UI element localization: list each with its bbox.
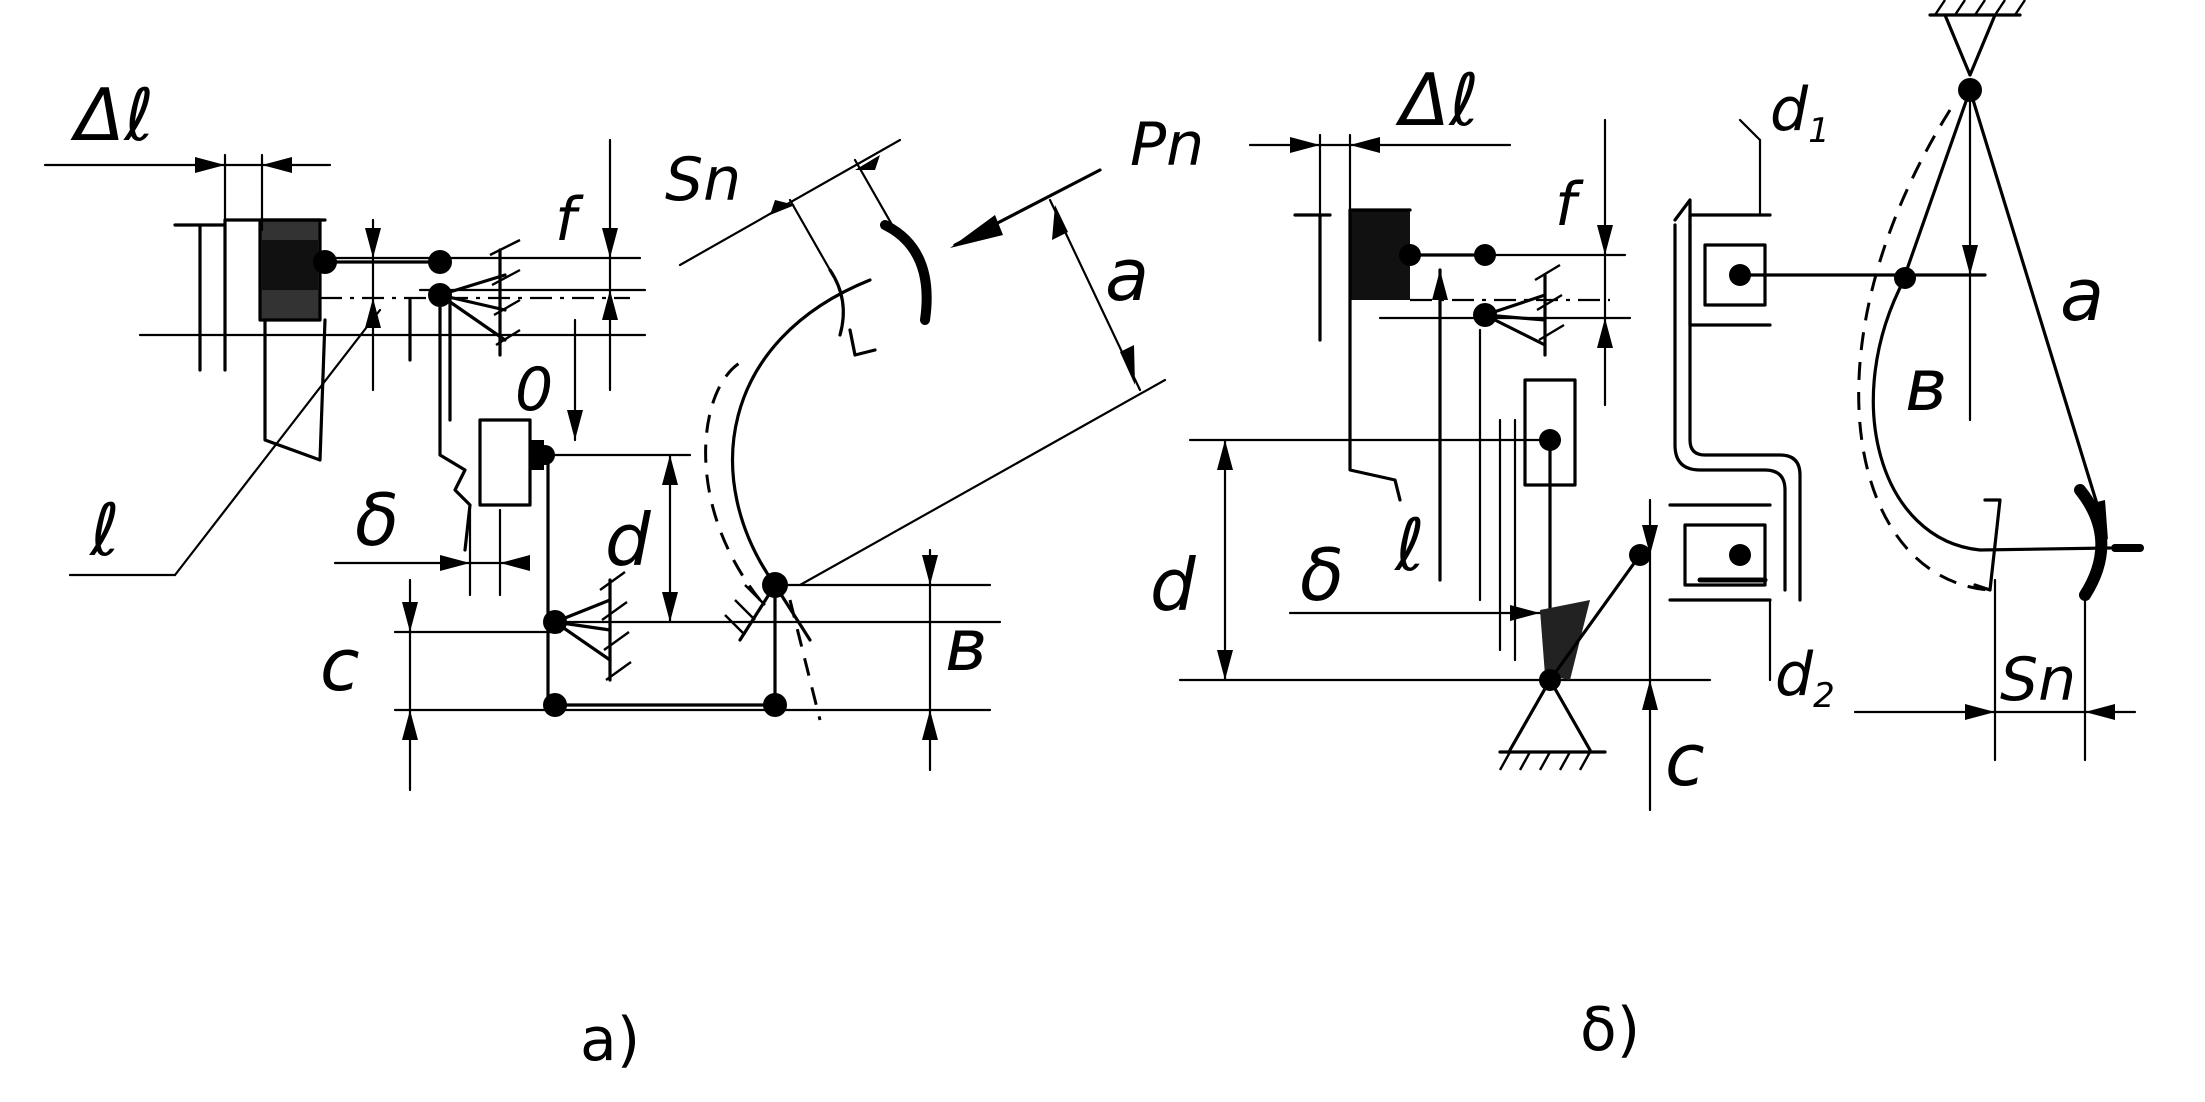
panel-b-label-delta: δ bbox=[1300, 533, 1344, 617]
panel-b-label-delta-l: Δℓ bbox=[1395, 58, 1479, 142]
panel-a-label-f: f bbox=[555, 185, 584, 255]
panel-a-label-a: a bbox=[1105, 233, 1149, 317]
panel-b-label-d: d bbox=[1150, 543, 1197, 627]
panel-a-label-zero: 0 bbox=[515, 355, 553, 425]
panel-b-label-d2: d2 bbox=[1775, 640, 1835, 716]
panel-b-label-a: a bbox=[2060, 253, 2104, 337]
panel-a-label-c: c bbox=[320, 623, 360, 707]
panel-a-label-delta-l: Δℓ bbox=[70, 73, 154, 157]
panel-b-label-d1: d1 bbox=[1770, 75, 1830, 151]
panel-a-label-l: ℓ bbox=[88, 488, 120, 572]
panel-b-label-b: в bbox=[1905, 343, 1947, 427]
panel-b-label-f: f bbox=[1555, 170, 1584, 240]
panel-b-caption: δ) bbox=[1580, 995, 1640, 1065]
panel-a-label-pn: Pn bbox=[1130, 110, 1204, 180]
panel-b-label-c: c bbox=[1665, 718, 1705, 802]
panel-a: Δℓ f 0 bbox=[43, 73, 1204, 1075]
panel-b-label-l: ℓ bbox=[1393, 503, 1425, 587]
panel-b: Δℓ f d ℓ bbox=[1150, 0, 2144, 1065]
panel-a-label-delta: δ bbox=[355, 478, 399, 562]
panel-a-label-b: в bbox=[945, 603, 987, 687]
panel-a-label-d: d bbox=[605, 498, 652, 582]
panel-a-label-sn: Sn bbox=[665, 145, 741, 215]
panel-b-label-sn: Sn bbox=[2000, 645, 2076, 715]
panel-a-caption: a) bbox=[580, 1005, 640, 1075]
